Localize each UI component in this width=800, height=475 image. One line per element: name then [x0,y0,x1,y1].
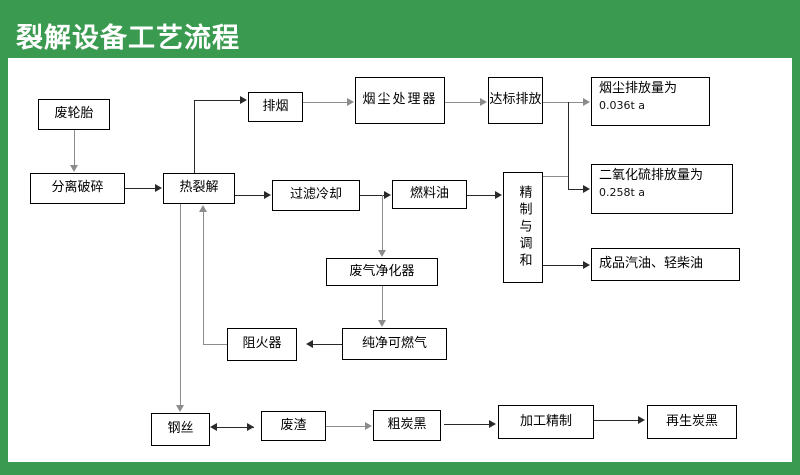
dust-emission-value: 0.036t a [599,98,646,112]
node-steel-wire[interactable]: 钢丝 [151,413,210,446]
node-dust-emission[interactable]: 烟尘排放量为 0.036t a [591,77,710,126]
edge-purifier-to-cleangas [382,286,383,320]
node-flue-gas[interactable]: 排烟 [248,92,303,122]
edge-dust-to-compliant [445,102,480,103]
node-clean-gas[interactable]: 纯净可燃气 [342,328,447,360]
node-process-refine[interactable]: 加工精制 [498,405,594,439]
edge-refine-to-finished [543,265,583,266]
edge-slag-to-crudeblack [326,426,365,427]
edge-slag-to-crudeblack-arrow [365,422,372,430]
page-header: 裂解设备工艺流程 [0,0,800,58]
edge-steelwire-slag-arrow-right [247,423,254,431]
edge-compliant-to-dustemis [543,102,583,103]
node-crude-black[interactable]: 粗炭黑 [373,410,441,441]
node-flame-arrester[interactable]: 阻火器 [227,328,297,361]
edge-cleangas-to-arrester [313,344,342,345]
node-waste-tire[interactable]: 废轮胎 [38,99,110,130]
edge-fueloil-to-refine [467,195,495,196]
dust-emission-label: 烟尘排放量为 [599,81,678,96]
flowchart-canvas: 废轮胎 分离破碎 热裂解 排烟 烟尘处理器 达标排放 烟尘排放量为 0.036t… [8,58,792,462]
node-recycled-black[interactable]: 再生炭黑 [647,405,737,439]
node-refine-blend[interactable]: 精制与调和 [503,172,543,283]
edge-waste-tire-to-separate [74,130,75,165]
edge-pyrolysis-to-flue-arrow [240,96,247,104]
node-compliant-emission-label: 达标排放 [489,92,542,108]
edge-purifier-to-cleangas-arrow [378,320,386,327]
edge-arrester-to-pyrolysis-v [203,212,204,344]
node-pyrolysis[interactable]: 热裂解 [163,173,235,204]
edge-pyrolysis-to-steelwire [180,204,181,405]
node-dust-treatment[interactable]: 烟尘处理器 [355,77,445,124]
edge-pyrolysis-to-steelwire-arrow [176,405,184,412]
edge-separate-to-pyrolysis-arrow [155,184,162,192]
edge-filter-to-purifier-arrow [378,250,386,257]
edge-compliant-to-dustemis-arrow [583,98,590,106]
edge-dust-to-compliant-arrow [480,98,487,106]
edge-refine-to-finished-arrow [583,261,590,269]
edge-compliant-to-so2-h [568,189,583,190]
node-finished-oil[interactable]: 成品汽油、轻柴油 [591,248,740,281]
edge-compliant-to-so2-v [568,102,569,189]
edge-flue-to-dust [303,102,347,103]
edge-filter-to-fueloil [360,195,384,196]
page-title: 裂解设备工艺流程 [16,23,240,54]
edge-cleangas-to-arrester-arrow [306,340,313,348]
edge-pyrolysis-to-flue-h [194,100,240,101]
node-slag[interactable]: 废渣 [261,411,326,441]
edge-steelwire-slag-arrow-left [210,423,217,431]
edge-arrester-to-pyrolysis-h [203,344,227,345]
node-so2-emission[interactable]: 二氧化硫排放量为 0.258t a [591,164,733,214]
edge-steelwire-slag [217,427,254,428]
edge-filter-to-purifier [382,195,383,250]
edge-pyrolysis-to-filter [235,195,264,196]
node-compliant-emission[interactable]: 达标排放 [488,77,543,124]
edge-pyrolysis-to-filter-arrow [264,191,271,199]
edge-process-to-recycled [594,420,638,421]
edge-pyrolysis-to-flue-v [194,100,195,173]
node-separate-crush[interactable]: 分离破碎 [30,173,125,204]
edge-flue-to-dust-arrow [347,98,354,106]
edge-waste-tire-to-separate-arrow [70,165,78,172]
node-gas-purifier[interactable]: 废气净化器 [326,258,438,286]
node-fuel-oil[interactable]: 燃料油 [392,180,467,209]
edge-separate-to-pyrolysis [125,188,155,189]
so2-emission-label: 二氧化硫排放量为 [599,168,704,183]
edge-fueloil-to-refine-arrow [495,191,502,199]
node-filter-cool[interactable]: 过滤冷却 [272,180,360,211]
edge-refine-to-so2 [543,176,568,177]
so2-emission-value: 0.258t a [599,185,646,199]
edge-crudeblack-to-process [444,424,489,425]
edge-compliant-to-so2-arrow [583,185,590,193]
edge-filter-to-fueloil-arrow [384,191,391,199]
edge-arrester-to-pyrolysis-arrow [199,205,207,212]
edge-crudeblack-to-process-arrow [489,420,496,428]
edge-process-to-recycled-arrow [638,416,645,424]
